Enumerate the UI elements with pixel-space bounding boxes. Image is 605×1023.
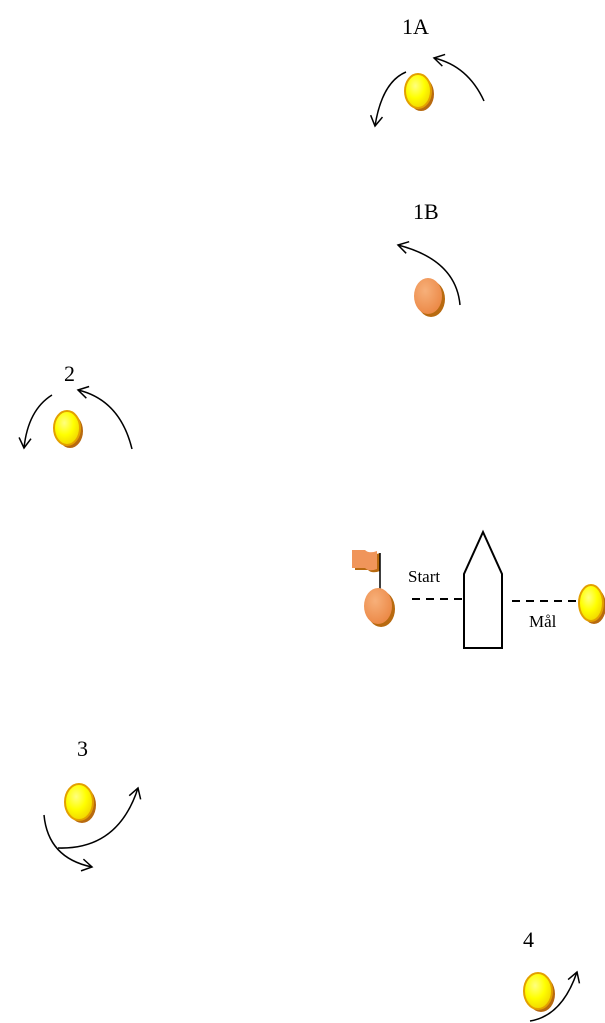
mark-label-2: 2: [64, 361, 75, 386]
mark-4: [523, 970, 581, 1022]
mark-1b: [396, 240, 461, 317]
mark-2: [18, 385, 133, 450]
mark-1a: [369, 53, 485, 128]
rounding-arrow-4: [529, 970, 581, 1022]
rounding-arrow-1b: [396, 240, 461, 306]
rounding-arrow-2-approach: [76, 385, 133, 450]
committee-boat: [463, 529, 503, 649]
buoy-4: [523, 972, 553, 1010]
buoy-1b: [414, 278, 442, 314]
buoy-3: [64, 783, 94, 821]
rounding-arrow-2-exit: [18, 394, 53, 450]
finish-buoy: [578, 584, 604, 622]
rounding-arrow-1a-exit: [369, 71, 407, 128]
rounding-arrow-3-counterclockwise: [57, 786, 142, 849]
mark-label-4: 4: [523, 927, 534, 952]
buoy-1a: [404, 73, 432, 109]
start-finish-area: [352, 529, 605, 649]
mark-label-1a: 1A: [402, 14, 429, 39]
rounding-arrow-3-clockwise: [43, 814, 94, 872]
buoy-2: [53, 410, 81, 446]
start-buoy: [364, 588, 392, 624]
rounding-arrow-1a-approach: [432, 53, 485, 102]
mark-label-3: 3: [77, 736, 88, 761]
mark-3: [43, 783, 142, 872]
start-label: Start: [408, 567, 441, 586]
mark-label-1b: 1B: [413, 199, 439, 224]
finish-label: Mål: [529, 612, 557, 631]
